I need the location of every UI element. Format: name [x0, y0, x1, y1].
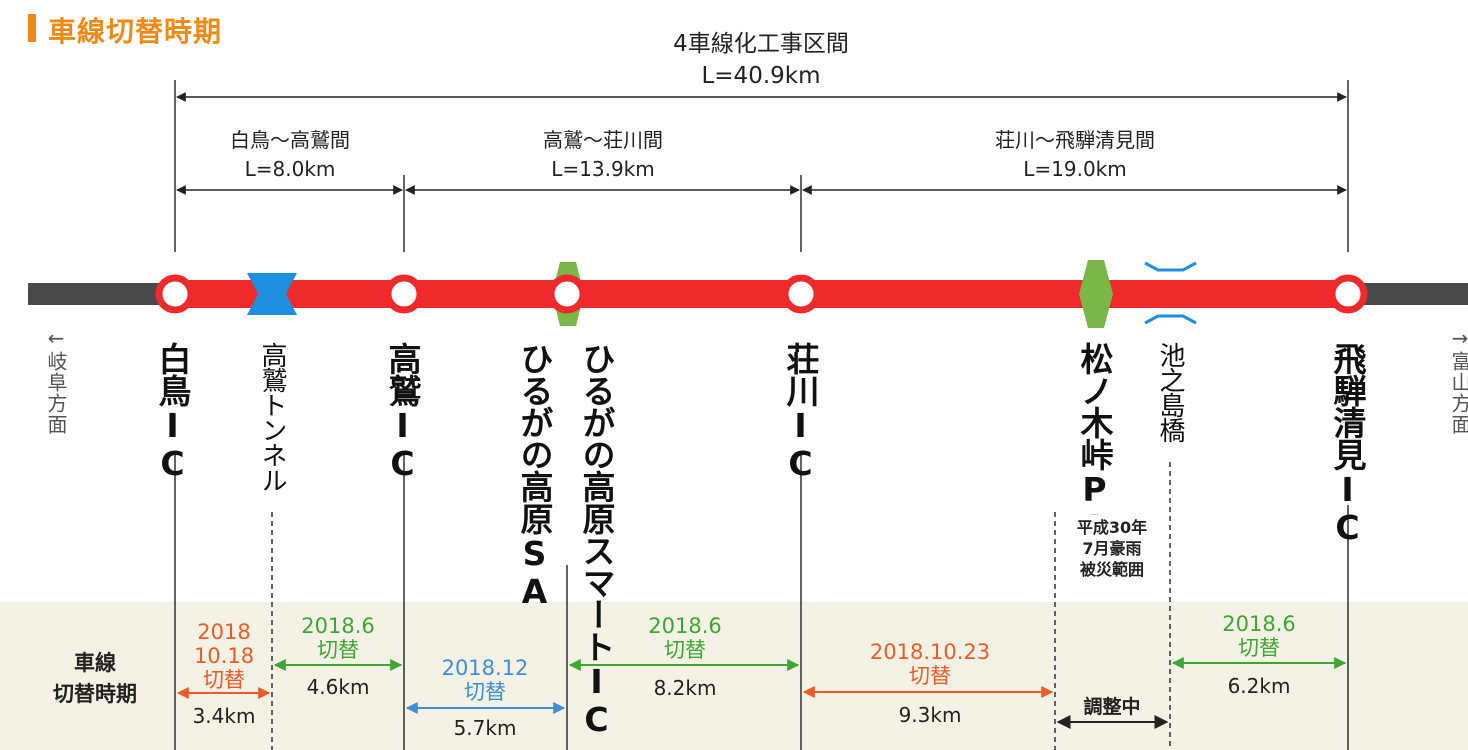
schedule-date-4: 2018.6 切替 — [648, 614, 722, 662]
schedule-date-7: 2018.6 切替 — [1222, 612, 1296, 660]
shirotori-ic-label: 白鳥IC — [153, 342, 192, 482]
shirotori-ic-marker — [155, 274, 195, 314]
schedule-date-2: 2018.6 切替 — [301, 614, 375, 662]
takasu-tunnel-label: 高鷲トンネル — [257, 342, 287, 492]
schedule-distance-7: 6.2km — [1227, 674, 1291, 698]
schedule-band — [0, 602, 1468, 750]
ikenoshima-bridge-label: 池之島橋 — [1155, 342, 1185, 442]
schedule-distance-3: 5.7km — [453, 716, 517, 740]
section1-label: 白鳥～高鷲間 L=8.0km — [230, 128, 350, 181]
lane-switch-row-label: 車線 切替時期 — [53, 651, 137, 706]
schedule-date-1: 2018 10.18 切替 — [193, 620, 255, 692]
bridge-icon-top — [1144, 261, 1197, 272]
hirugano-sa-label: ひるがの高原SA — [515, 342, 554, 610]
schedule-distance-2: 4.6km — [306, 675, 370, 699]
shokawa-ic-label: 荘川IC — [781, 342, 820, 482]
matsunokitoge-pa-icon — [1079, 260, 1113, 328]
hirugano-smart-ic-marker — [547, 274, 587, 314]
schedule-distance-4: 8.2km — [653, 676, 717, 700]
disaster-note: 平成30年 7月豪雨 被災範囲 — [1072, 515, 1152, 582]
overall-span-label: 4車線化工事区間 L=40.9km — [673, 31, 849, 89]
schedule-distance-1: 3.4km — [192, 704, 256, 728]
section3-label: 荘川～飛騨清見間 L=19.0km — [995, 128, 1155, 181]
gifu-direction-label: ←岐阜方面 — [44, 326, 68, 435]
header-accent-bar — [28, 14, 36, 42]
takasu-ic-label: 高鷲IC — [383, 342, 422, 482]
bridge-icon-bottom — [1144, 314, 1197, 325]
hidakiyomi-ic-label: 飛騨清見IC — [1328, 342, 1367, 546]
road-red-section — [175, 280, 1348, 308]
schedule-adjusting-label: 調整中 — [1083, 696, 1141, 718]
tunnel-icon — [247, 273, 297, 315]
schedule-date-5: 2018.10.23 切替 — [869, 640, 991, 688]
hidakiyomi-ic-marker — [1328, 274, 1368, 314]
schedule-date-3: 2018.12 切替 — [441, 656, 529, 704]
hirugano-smart-ic-label: ひるがの高原スマートIC — [577, 342, 616, 738]
shokawa-ic-marker — [781, 274, 821, 314]
matsunokitoge-pa-label: 松ノ木峠PA — [1075, 342, 1114, 546]
road-gray-right — [1348, 283, 1468, 305]
schedule-distance-5: 9.3km — [898, 703, 962, 727]
toyama-direction-label: →富山方面 — [1448, 326, 1468, 435]
section2-label: 高鷲～荘川間 L=13.9km — [543, 128, 663, 181]
takasu-ic-marker — [384, 274, 424, 314]
road-gray-left — [28, 283, 178, 305]
page-title: 車線切替時期 — [48, 15, 223, 48]
